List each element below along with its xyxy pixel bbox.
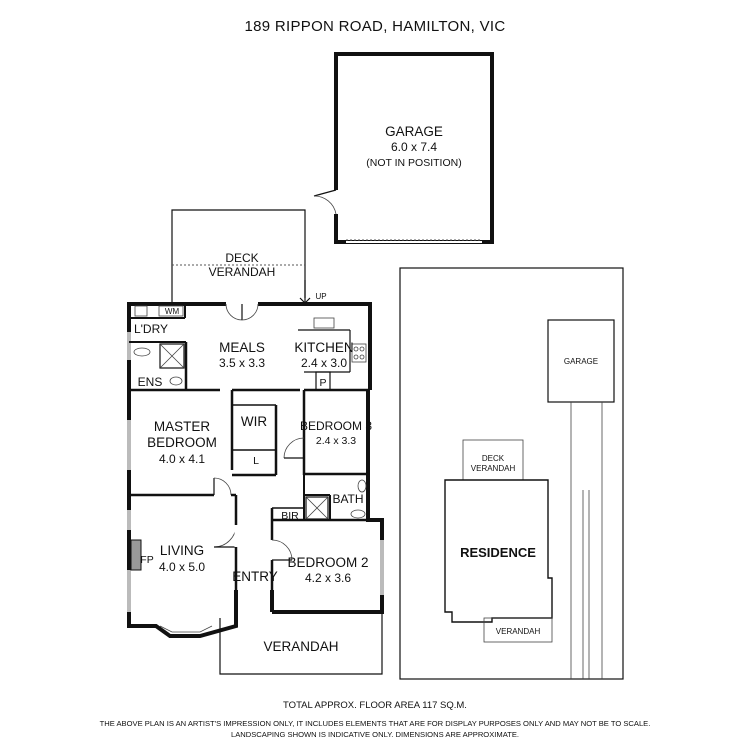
kitchen-size: 2.4 x 3.0 bbox=[301, 356, 347, 370]
site-deck-label: DECK bbox=[482, 454, 505, 463]
living-size: 4.0 x 5.0 bbox=[159, 560, 205, 574]
master-size: 4.0 x 4.1 bbox=[159, 452, 205, 466]
fireplace-label: FP bbox=[140, 554, 153, 566]
floor-area-text: TOTAL APPROX. FLOOR AREA 117 SQ.M. bbox=[283, 700, 467, 711]
bath-label: BATH bbox=[332, 492, 363, 506]
entry-label: ENTRY bbox=[232, 569, 278, 584]
meals-size: 3.5 x 3.3 bbox=[219, 356, 265, 370]
site-garage-label: GARAGE bbox=[564, 357, 598, 366]
master-label: MASTER bbox=[154, 419, 211, 434]
pantry-label: P bbox=[319, 377, 326, 389]
wir-label: WIR bbox=[241, 414, 267, 429]
bedroom3-size: 2.4 x 3.3 bbox=[316, 435, 356, 447]
linen-label: L bbox=[253, 455, 259, 467]
site-residence-label: RESIDENCE bbox=[460, 545, 536, 560]
site-plan: GARAGE DECK VERANDAH RESIDENCE VERANDAH bbox=[399, 267, 624, 680]
garage-size: 6.0 x 7.4 bbox=[391, 140, 437, 154]
bedroom2-size: 4.2 x 3.6 bbox=[305, 571, 351, 585]
fixtures bbox=[130, 303, 367, 633]
garage-structure: GARAGE 6.0 x 7.4 (NOT IN POSITION) bbox=[313, 52, 494, 244]
front-verandah: VERANDAH bbox=[219, 614, 383, 675]
verandah-label: VERANDAH bbox=[263, 639, 338, 654]
deck-verandah: DECK VERANDAH UP bbox=[171, 209, 327, 306]
master-label-2: BEDROOM bbox=[147, 435, 217, 450]
bir-label: BIR bbox=[281, 510, 299, 522]
up-label: UP bbox=[315, 292, 326, 301]
room-labels: WM L'DRY MEALS 3.5 x 3.3 KITCHEN 2.4 x 3… bbox=[134, 307, 372, 585]
disclaimer-line-2: LANDSCAPING SHOWN IS INDICATIVE ONLY. DI… bbox=[230, 730, 520, 739]
living-label: LIVING bbox=[160, 543, 204, 558]
wm-label: WM bbox=[165, 307, 180, 316]
bedroom2-label: BEDROOM 2 bbox=[287, 555, 368, 570]
disclaimer-line-1: THE ABOVE PLAN IS AN ARTIST'S IMPRESSION… bbox=[99, 719, 651, 728]
site-verandah-label: VERANDAH bbox=[496, 627, 541, 636]
site-deck-label-2: VERANDAH bbox=[471, 464, 516, 473]
garage-note: (NOT IN POSITION) bbox=[366, 157, 461, 169]
internal-walls bbox=[129, 304, 382, 590]
deck-label: DECK bbox=[225, 251, 258, 265]
garage-label: GARAGE bbox=[385, 124, 443, 139]
ensuite-label: ENS bbox=[138, 375, 163, 389]
deck-label-2: VERANDAH bbox=[209, 265, 276, 279]
plan-title: 189 RIPPON ROAD, HAMILTON, VIC bbox=[244, 18, 506, 35]
laundry-label: L'DRY bbox=[134, 322, 168, 336]
bedroom3-label: BEDROOM 3 bbox=[300, 419, 372, 433]
kitchen-label: KITCHEN bbox=[294, 340, 353, 355]
meals-label: MEALS bbox=[219, 340, 265, 355]
